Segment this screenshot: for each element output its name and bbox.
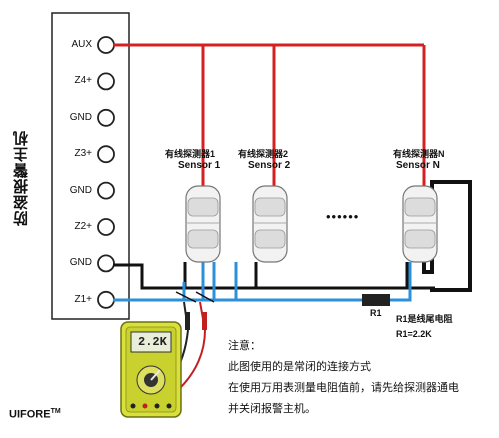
terminal-screw-1 (97, 72, 115, 91)
panel-title: 防盗报警主机 (13, 130, 30, 226)
sensor-n-cn-label: 有线探测器N (393, 149, 445, 159)
terminal-screw-5 (97, 218, 115, 236)
sensor-group (185, 185, 438, 263)
meter-display: 2.2K (138, 335, 167, 349)
terminal-screw-3 (97, 145, 115, 164)
terminal-label-1: Z4+ (74, 75, 92, 87)
terminal-label-6: GND (69, 257, 92, 269)
note-line-1: 此图使用的是常闭的连接方式 (228, 361, 371, 373)
sensor-2-en-label: Sensor 2 (248, 160, 291, 171)
sensor-body-2 (402, 185, 438, 263)
more-sensors-ellipsis: •••••• (326, 209, 360, 224)
note-line-3: 并关闭报警主机。 (228, 403, 316, 415)
note-title: 注意： (228, 340, 261, 352)
brand-name: UIFORE (9, 408, 51, 421)
sensor-1-cn-label: 有线探测器1 (165, 149, 216, 159)
terminal-label-7: Z1+ (74, 293, 92, 305)
terminal-label-0: AUX (71, 39, 92, 50)
terminal-label-3: Z3+ (74, 148, 92, 160)
terminal-label-5: Z2+ (74, 221, 92, 232)
sensor-body-0 (185, 185, 221, 263)
brand-logo: UIFORETM (9, 408, 61, 421)
sensor-1-en-label: Sensor 1 (178, 160, 221, 171)
terminal-label-4: GND (69, 184, 92, 196)
resistor-note-1: R1是线尾电阻 (396, 314, 453, 324)
power-wire (113, 43, 426, 186)
resistor-r1 (362, 294, 390, 306)
terminal-screw-4 (97, 181, 115, 200)
note-line-2: 在使用万用表测量电阻值前，请先给探测器通电 (228, 382, 459, 394)
multimeter (120, 321, 182, 418)
terminal-label-2: GND (69, 111, 92, 123)
sensor-body-1 (252, 185, 288, 263)
terminal-screw-2 (97, 108, 115, 127)
signal-wire (113, 262, 412, 302)
sensor-2-cn-label: 有线探测器2 (238, 149, 289, 159)
sensor-n-en-label: Sensor N (396, 160, 440, 171)
terminal-screw-0 (97, 36, 115, 54)
resistor-note-2: R1=2.2K (396, 329, 432, 339)
terminal-screw-6 (97, 254, 115, 273)
terminal-screw-7 (97, 290, 115, 309)
resistor-label: R1 (370, 308, 382, 318)
brand-trademark: TM (50, 408, 61, 415)
terminal-block (51, 12, 130, 320)
